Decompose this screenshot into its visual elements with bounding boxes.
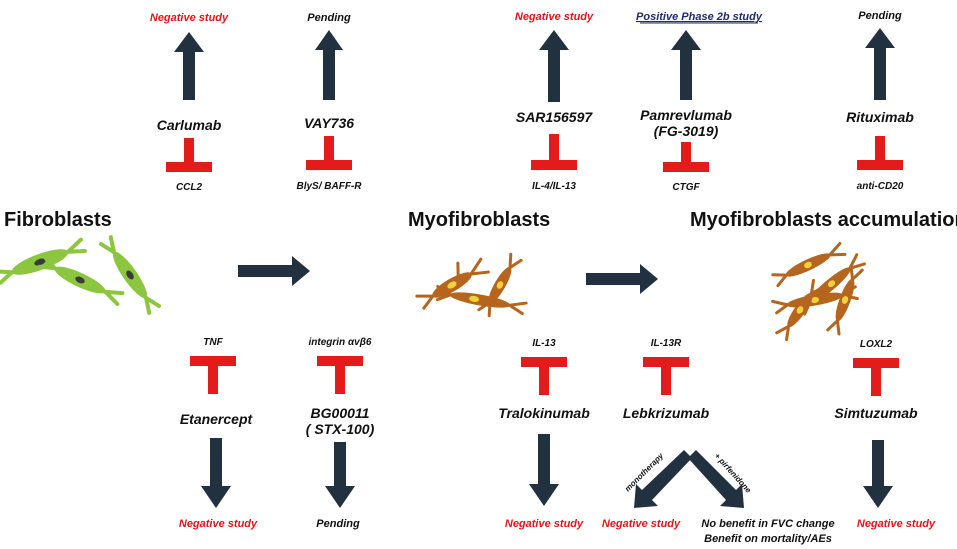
myofibroblast-cells-illustration: [415, 252, 528, 318]
target-bg00011: integrin αvβ6: [309, 337, 372, 348]
pathway-lebkrizumab: IL-13R Lebkrizumab monotherapy + pirfeni…: [602, 338, 835, 545]
down-arrow-simtuzumab: [863, 440, 893, 508]
branch-arrow-monotherapy: [634, 450, 692, 508]
branch-arrow-pirfenidone: [688, 450, 744, 508]
pathway-etanercept: TNF Etanercept Negative study: [179, 337, 258, 530]
pathway-pamrevlumab: Positive Phase 2b study Pamrevlumab (FG-…: [636, 11, 763, 193]
inhibit-symbol-bg00011: [317, 356, 363, 394]
target-simtuzumab: LOXL2: [860, 339, 893, 350]
inhibit-symbol-simtuzumab: [853, 358, 899, 396]
inhibit-symbol-tralokinumab: [521, 357, 567, 395]
target-carlumab: CCL2: [176, 182, 203, 193]
up-arrow-vay736: [315, 30, 343, 100]
drug-bg00011-line1: BG00011: [311, 405, 370, 421]
drug-simtuzumab: Simtuzumab: [834, 405, 918, 421]
up-arrow-rituximab: [865, 28, 895, 100]
target-rituximab: anti-CD20: [857, 181, 904, 192]
stage-title-myofibroblasts: Myofibroblasts: [408, 209, 550, 231]
fibroblast-cells-illustration: [0, 235, 162, 315]
up-arrow-sar156597: [539, 30, 569, 102]
target-sar156597: IL-4/IL-13: [532, 181, 576, 192]
pathway-sar156597: Negative study SAR156597 IL-4/IL-13: [515, 11, 594, 192]
drug-etanercept: Etanercept: [180, 411, 254, 427]
pathway-bg00011: integrin αvβ6 BG00011 ( STX-100) Pending: [306, 337, 375, 530]
target-lebkrizumab: IL-13R: [651, 338, 682, 349]
outcome-pamrevlumab: Positive Phase 2b study: [636, 11, 763, 23]
target-vay736: BlyS/ BAFF-R: [297, 181, 363, 192]
outcome-lebkrizumab-mono: Negative study: [602, 518, 681, 530]
inhibit-symbol-lebkrizumab: [643, 357, 689, 395]
inhibit-symbol-rituximab: [857, 136, 903, 170]
target-etanercept: TNF: [203, 337, 223, 348]
outcome-bg00011: Pending: [316, 518, 360, 530]
inhibit-symbol-sar156597: [531, 134, 577, 170]
stage-title-accumulation: Myofibroblasts accumulation: [690, 209, 957, 231]
outcome-sar156597: Negative study: [515, 11, 594, 23]
down-arrow-tralokinumab: [529, 434, 559, 506]
drug-pamrevlumab-line2: (FG-3019): [654, 123, 719, 139]
outcome-rituximab: Pending: [858, 10, 902, 22]
drug-pamrevlumab-line1: Pamrevlumab: [640, 107, 732, 123]
target-tralokinumab: IL-13: [532, 338, 556, 349]
outcome-simtuzumab: Negative study: [857, 518, 936, 530]
outcome-vay736: Pending: [307, 12, 351, 24]
pathway-carlumab: Negative study Carlumab CCL2: [150, 12, 229, 193]
drug-tralokinumab: Tralokinumab: [498, 405, 590, 421]
progression-arrow-1: [238, 256, 310, 286]
outcome-etanercept: Negative study: [179, 518, 258, 530]
up-arrow-pamrevlumab: [671, 30, 701, 100]
inhibit-symbol-carlumab: [166, 138, 212, 172]
down-arrow-etanercept: [201, 438, 231, 508]
progression-arrow-2: [586, 264, 658, 294]
up-arrow-carlumab: [174, 32, 204, 100]
drug-bg00011-line2: ( STX-100): [306, 421, 375, 437]
pathway-vay736: Pending VAY736 BlyS/ BAFF-R: [297, 12, 363, 192]
drug-rituximab: Rituximab: [846, 109, 914, 125]
pathway-rituximab: Pending Rituximab anti-CD20: [846, 10, 914, 192]
stage-title-fibroblasts: Fibroblasts: [4, 209, 112, 231]
inhibit-symbol-pamrevlumab: [663, 142, 709, 172]
drug-carlumab: Carlumab: [157, 117, 222, 133]
down-arrow-bg00011: [325, 442, 355, 508]
inhibit-symbol-etanercept: [190, 356, 236, 394]
outcome-carlumab: Negative study: [150, 12, 229, 24]
outcome-lebkrizumab-pirf-line2: Benefit on mortality/AEs: [704, 533, 832, 545]
target-pamrevlumab: CTGF: [672, 182, 700, 193]
pathway-tralokinumab: IL-13 Tralokinumab Negative study: [498, 338, 590, 530]
myofibroblast-accumulation-illustration: [771, 242, 866, 342]
drug-lebkrizumab: Lebkrizumab: [623, 405, 710, 421]
outcome-lebkrizumab-pirf-line1: No benefit in FVC change: [701, 518, 834, 530]
pathway-simtuzumab: LOXL2 Simtuzumab Negative study: [834, 339, 936, 530]
drug-vay736: VAY736: [304, 115, 354, 131]
inhibit-symbol-vay736: [306, 136, 352, 170]
outcome-tralokinumab: Negative study: [505, 518, 584, 530]
drug-sar156597: SAR156597: [516, 109, 593, 125]
